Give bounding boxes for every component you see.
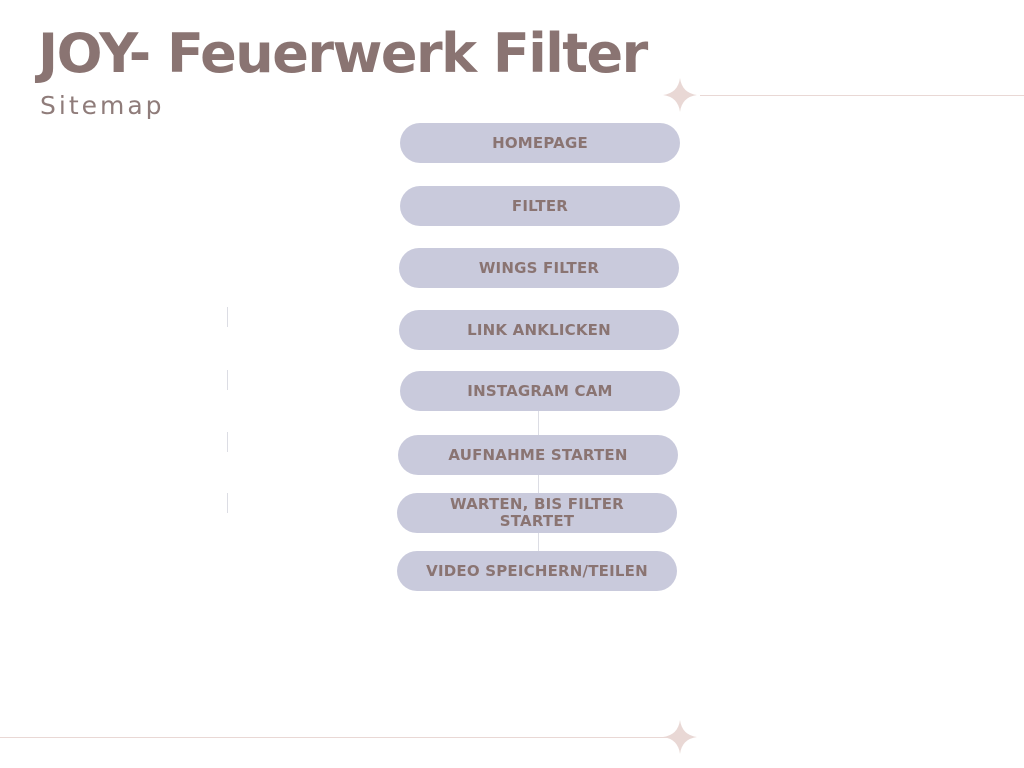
left-tick-mark xyxy=(227,307,228,327)
sitemap-node-label: HOMEPAGE xyxy=(492,133,588,152)
left-tick-mark xyxy=(227,493,228,513)
sitemap-node-label: WINGS FILTER xyxy=(478,258,600,277)
page-subtitle: Sitemap xyxy=(40,91,165,120)
top-divider-line xyxy=(700,95,1024,96)
sitemap-node-filter[interactable]: FILTER xyxy=(400,186,680,226)
sitemap-node-label: WARTEN, BIS FILTER STARTET xyxy=(450,495,624,530)
flow-connector xyxy=(538,533,539,552)
left-tick-mark xyxy=(227,432,228,452)
sitemap-node-link-anklicken[interactable]: LINK ANKLICKEN xyxy=(399,310,679,350)
sitemap-node-label: AUFNAHME STARTEN xyxy=(448,445,628,464)
sparkle-top-shape xyxy=(663,78,697,112)
sitemap-node-label: FILTER xyxy=(511,196,569,215)
sitemap-node-homepage[interactable]: HOMEPAGE xyxy=(400,123,680,163)
sitemap-node-aufnahme-starten[interactable]: AUFNAHME STARTEN xyxy=(398,435,678,475)
sitemap-node-warten-bis-filter-startet[interactable]: WARTEN, BIS FILTER STARTET xyxy=(397,493,677,533)
sitemap-node-instagram-cam[interactable]: INSTAGRAM CAM xyxy=(400,371,680,411)
sparkle-top-icon xyxy=(663,78,697,112)
flow-connector xyxy=(538,474,539,494)
sitemap-node-video-speichern-teilen[interactable]: VIDEO SPEICHERN/TEILEN xyxy=(397,551,677,591)
sitemap-node-label: INSTAGRAM CAM xyxy=(467,381,613,400)
sparkle-bottom-shape xyxy=(663,720,697,754)
sparkle-bottom-icon xyxy=(663,720,697,754)
sitemap-node-label: LINK ANKLICKEN xyxy=(467,320,611,339)
bottom-divider-line xyxy=(0,737,668,738)
sitemap-node-wings-filter[interactable]: WINGS FILTER xyxy=(399,248,679,288)
sitemap-node-label: VIDEO SPEICHERN/TEILEN xyxy=(426,561,648,580)
left-tick-mark xyxy=(227,370,228,390)
page-title: JOY- Feuerwerk Filter xyxy=(38,22,648,85)
flow-connector xyxy=(538,410,539,436)
